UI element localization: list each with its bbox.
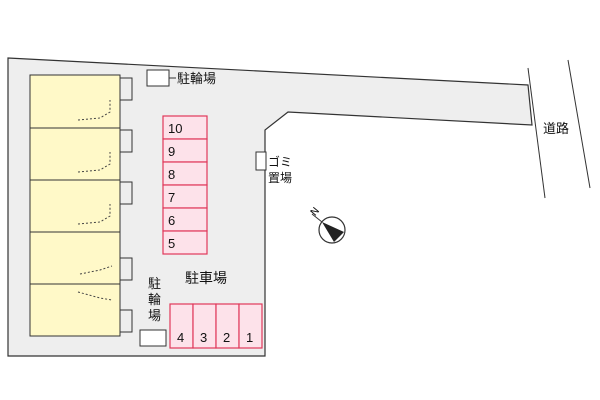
- building: [29, 74, 133, 337]
- bicycle-parking-bottom: [139, 329, 167, 347]
- unit: [29, 179, 121, 233]
- compass-north-label: N: [309, 206, 322, 219]
- parking-space: [238, 303, 263, 349]
- road: [527, 59, 591, 199]
- bicycle-parking-bottom-label: 駐輪場: [148, 277, 161, 324]
- unit: [29, 74, 121, 129]
- parking-space-number: 7: [168, 190, 175, 205]
- unit: [29, 127, 121, 181]
- parking-space-number: 9: [168, 144, 175, 159]
- compass-icon: [311, 213, 346, 244]
- unit: [29, 231, 121, 285]
- site-lot: [7, 57, 533, 357]
- bicycle-parking-top-label: 駐輪場: [177, 71, 216, 87]
- parking-row: 4 3 2 1: [169, 303, 263, 349]
- parking-space-number: 4: [177, 330, 184, 345]
- parking-space-number: 3: [200, 330, 207, 345]
- parking-space-number: 10: [168, 121, 182, 136]
- road-label: 道路: [543, 121, 569, 137]
- bicycle-parking-bottom-char: 駐: [148, 277, 161, 292]
- bicycle-parking-top: [146, 69, 170, 87]
- bicycle-parking-bottom-char: 場: [148, 309, 161, 324]
- parking-space-number: 1: [246, 330, 253, 345]
- unit: [29, 283, 121, 337]
- parking-space: [162, 230, 208, 255]
- parking-space-number: 5: [168, 236, 175, 251]
- parking-lot-label: 駐車場: [185, 270, 227, 287]
- parking-space-number: 6: [168, 213, 175, 228]
- garbage-station: [255, 151, 267, 171]
- garbage-label-1: ゴミ: [268, 154, 292, 169]
- parking-space-number: 8: [168, 167, 175, 182]
- parking-space-number: 2: [223, 330, 230, 345]
- bicycle-parking-bottom-char: 輪: [148, 292, 161, 308]
- parking-column: 10 9 8 7 6 5: [162, 115, 208, 255]
- garbage-label-2: 置場: [268, 171, 292, 185]
